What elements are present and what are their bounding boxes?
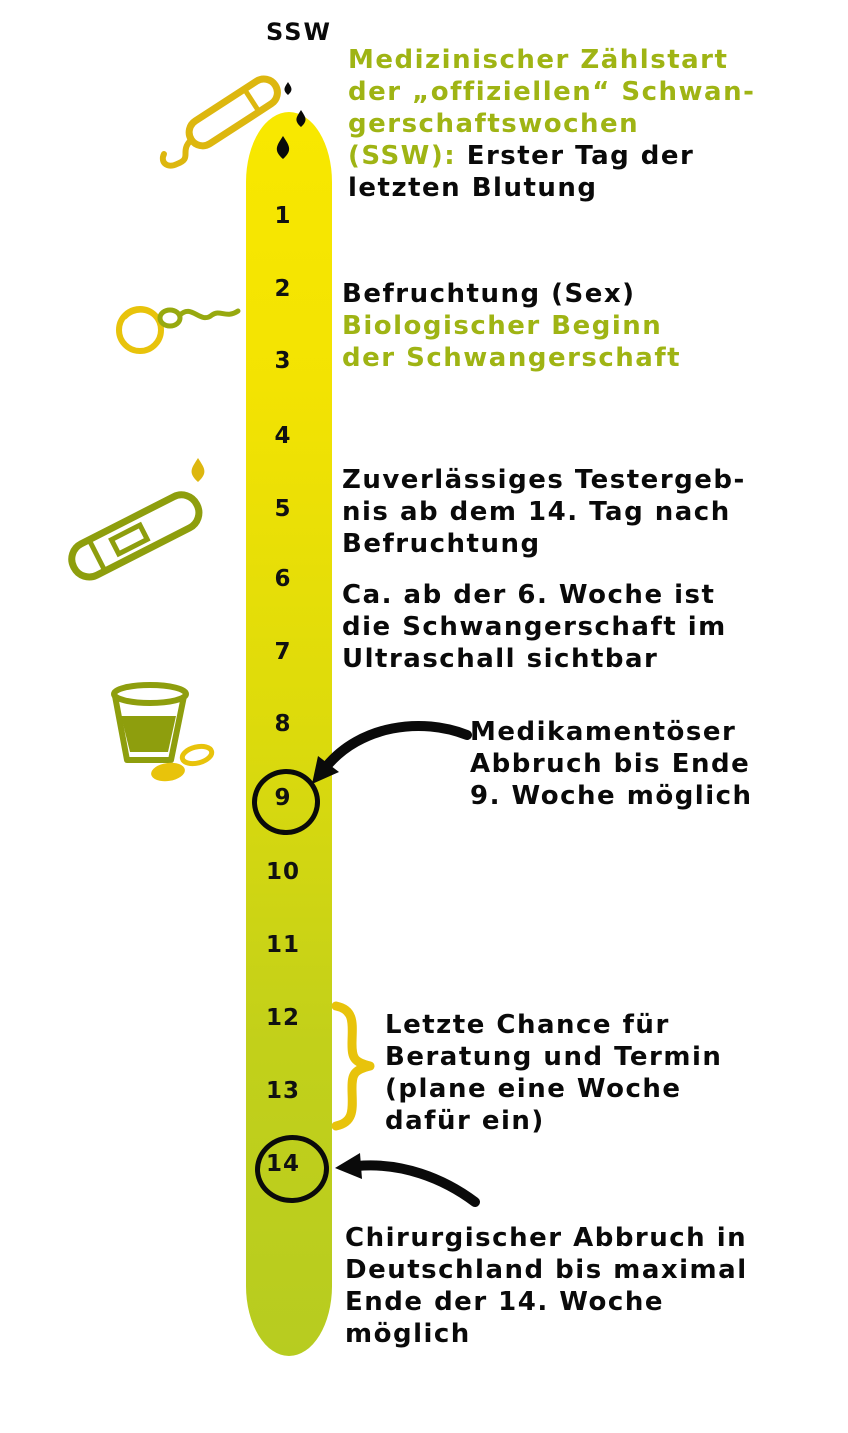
week-label-2: 2 [274, 276, 292, 302]
annotation-zaehlstart-black: Erster Tag der letzten Blutung [348, 141, 695, 203]
week-label-7: 7 [274, 639, 292, 665]
annotation-zaehlstart-green: Medizinischer Zählstart der „offiziellen… [348, 45, 756, 171]
annotation-zaehlstart: Medizinischer Zählstart der „offiziellen… [348, 44, 848, 204]
week-label-10: 10 [265, 859, 300, 885]
annotation-beratung: Letzte Chance für Beratung und Termin (p… [385, 1010, 723, 1136]
arrow-to-week-9-icon [312, 721, 472, 784]
week-label-12: 12 [265, 1005, 300, 1031]
timeline-band [246, 112, 332, 1356]
week-label-13: 13 [265, 1078, 300, 1104]
annotation-befruchtung-black: Befruchtung (Sex) [342, 279, 636, 309]
egg-sperm-icon [116, 306, 241, 354]
annotation-chirurgischer-abbruch: Chirurgischer Abbruch in Deutschland bis… [345, 1223, 748, 1349]
week-label-6: 6 [274, 566, 292, 592]
annotation-medikamentoeser-abbruch: Medikamentöser Abbruch bis Ende 9. Woche… [470, 717, 753, 811]
week-label-11: 11 [265, 932, 300, 958]
week-label-5: 5 [274, 496, 292, 522]
pregnancy-test-icon [68, 458, 205, 581]
glass-pills-icon [111, 682, 215, 782]
week-label-8: 8 [274, 711, 292, 737]
arrow-to-week-14-icon [335, 1153, 480, 1207]
tampon-icon [159, 75, 306, 169]
annotation-befruchtung-green: Biologischer Beginn der Schwangerschaft [342, 311, 682, 373]
week-label-9: 9 [274, 785, 292, 811]
week-label-14: 14 [265, 1151, 300, 1177]
week-label-3: 3 [274, 348, 292, 374]
axis-label-ssw: SSW [266, 18, 332, 46]
annotation-befruchtung: Befruchtung (Sex) Biologischer Beginn de… [342, 278, 842, 374]
blood-drops-icon [276, 82, 306, 159]
annotation-ultraschall: Ca. ab der 6. Woche ist die Schwangersch… [342, 580, 727, 674]
brace-icon [331, 1001, 375, 1131]
annotation-testergebnis: Zuverlässiges Testergeb- nis ab dem 14. … [342, 465, 746, 559]
week-label-1: 1 [274, 203, 292, 229]
week-label-4: 4 [274, 423, 292, 449]
